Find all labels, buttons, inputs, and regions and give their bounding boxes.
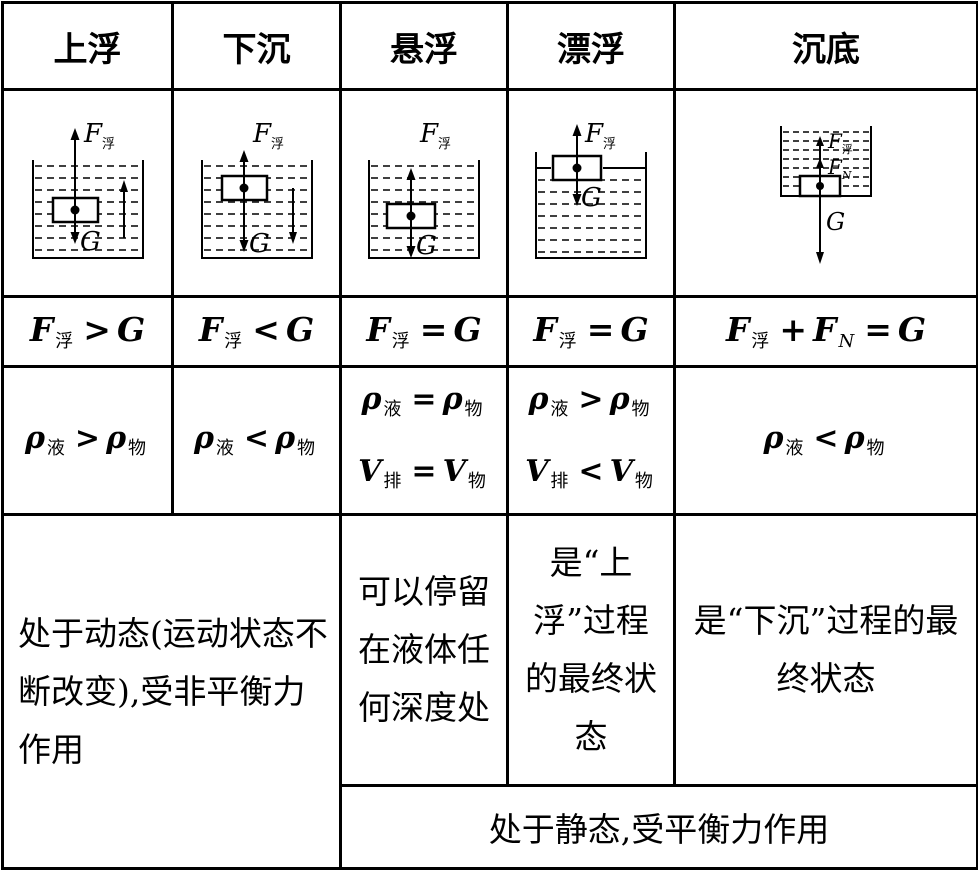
buoyancy-label: F浮 [83, 119, 115, 152]
header-bottom: 沉底 [673, 1, 978, 91]
diagram-row: F浮 G [1, 88, 978, 298]
sinking-diagram: F浮 G [200, 119, 313, 259]
header-sinking: 下沉 [171, 1, 342, 91]
gravity-label: G [249, 229, 270, 259]
floating-description: 是“上浮”过程的最终状态 [506, 513, 676, 787]
bottom-diagram: F浮 FN G [780, 126, 872, 264]
header-row: 上浮 下沉 悬浮 漂浮 沉底 [1, 1, 978, 91]
description-row: 处于动态(运动状态不断改变),受非平衡力作用 可以停留在液体任何深度处 是“上浮… [1, 513, 978, 870]
floating-diagram: F浮 G [535, 119, 647, 259]
rising-diagram: F浮 G [31, 119, 144, 259]
header-rising: 上浮 [1, 1, 174, 91]
buoyancy-label: F浮 [827, 129, 853, 156]
buoyancy-label: F浮 [584, 119, 616, 152]
header-suspended: 悬浮 [339, 1, 509, 91]
gravity-label: G [416, 231, 437, 261]
gravity-label: G [80, 227, 101, 257]
static-description: 处于静态,受平衡力作用 [339, 784, 978, 870]
static-row: 处于静态,受平衡力作用 [3, 784, 978, 870]
suspended-description: 可以停留在液体任何深度处 [339, 513, 509, 787]
suspended-diagram: F浮 G [368, 119, 480, 261]
header-floating: 漂浮 [506, 1, 676, 91]
buoyancy-states-table: 上浮 下沉 悬浮 漂浮 沉底 [1, 1, 978, 870]
dynamic-description: 处于动态(运动状态不断改变),受非平衡力作用 [1, 513, 342, 870]
gravity-label: G [581, 183, 602, 213]
normal-force-label: FN [827, 155, 852, 182]
bottom-description: 是“下沉”过程的最终状态 [673, 513, 978, 787]
buoyancy-label: F浮 [419, 119, 451, 152]
buoyancy-label: F浮 [252, 119, 284, 152]
gravity-label: G [826, 208, 845, 236]
